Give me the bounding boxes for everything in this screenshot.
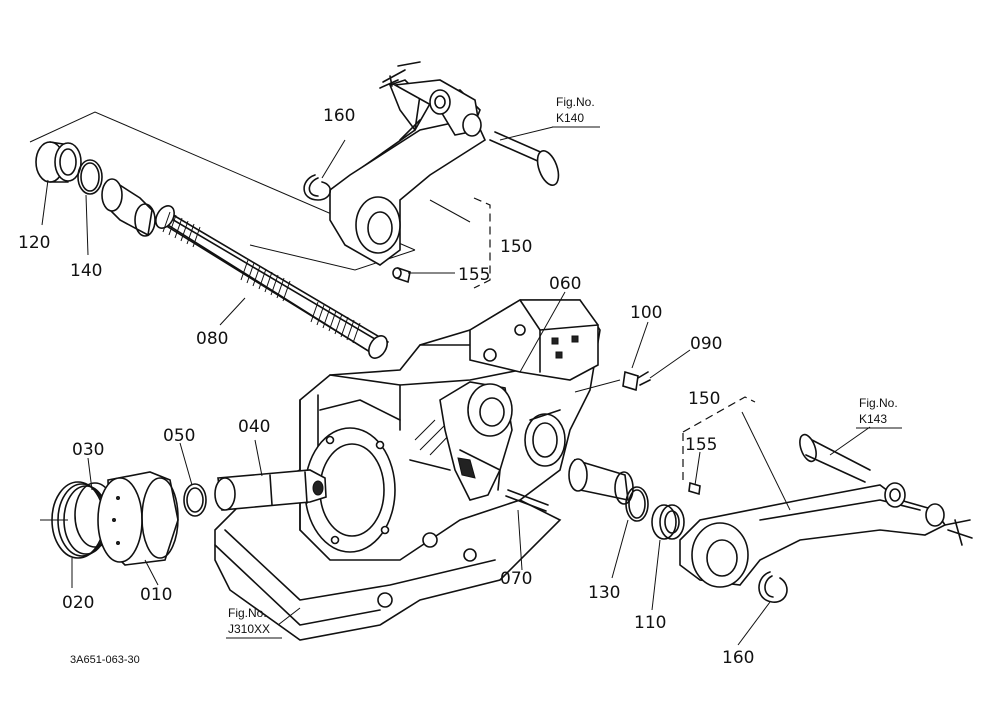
part-050-o-ring <box>183 483 207 517</box>
bushing-top <box>101 178 156 237</box>
part-155-collar-top <box>392 266 411 284</box>
part-060-lift-arm-boss <box>439 381 513 501</box>
fig-ref-k140: Fig.No. K140 <box>552 95 600 128</box>
bushing-right <box>568 458 634 505</box>
callout-040: 040 <box>238 417 270 437</box>
callout-110: 110 <box>634 613 666 633</box>
part-090-grease-fitting <box>574 370 651 393</box>
part-160-snap-ring-bottom <box>758 571 788 603</box>
part-010-piston <box>97 471 179 566</box>
part-080-splined-shaft <box>155 205 389 359</box>
pin-k140 <box>489 131 560 186</box>
part-070-pin <box>505 489 549 512</box>
fig-ref-k140-number: K140 <box>556 111 584 125</box>
fig-ref-k140-prefix: Fig.No. <box>556 95 595 109</box>
transmission-housing <box>214 299 601 641</box>
callout-050: 050 <box>163 426 195 446</box>
callout-010: 010 <box>140 585 172 605</box>
fig-ref-j310xx-number: J310XX <box>228 622 270 636</box>
part-110-seal <box>651 504 685 540</box>
callout-155-right: 155 <box>685 435 717 455</box>
fig-ref-j310xx: Fig.No. J310XX <box>226 606 282 639</box>
callout-080: 080 <box>196 329 228 349</box>
callout-030: 030 <box>72 440 104 460</box>
callout-160-bottom: 160 <box>722 648 754 668</box>
callout-120: 120 <box>18 233 50 253</box>
callout-090: 090 <box>690 334 722 354</box>
callout-160-top: 160 <box>323 106 355 126</box>
callout-150-top: 150 <box>500 237 532 257</box>
part-155-collar-right <box>688 481 701 496</box>
callout-060: 060 <box>549 274 581 294</box>
leader-lines <box>41 126 871 646</box>
callout-155-top: 155 <box>458 265 490 285</box>
fig-ref-k143-prefix: Fig.No. <box>859 396 898 410</box>
part-040-piston-rod <box>214 469 327 511</box>
part-150-right-lift-arm <box>679 482 973 588</box>
part-130-o-ring <box>625 486 649 522</box>
drawing-code: 3A651-063-30 <box>70 654 140 666</box>
fig-ref-j310xx-prefix: Fig.No. <box>228 606 267 620</box>
part-120-seal <box>35 141 82 183</box>
callout-150-right: 150 <box>688 389 720 409</box>
pin-k143 <box>799 433 871 483</box>
part-140-o-ring <box>77 159 103 195</box>
callout-140: 140 <box>70 261 102 281</box>
callout-130: 130 <box>588 583 620 603</box>
part-150-top-lift-arm <box>329 61 487 266</box>
callout-100: 100 <box>630 303 662 323</box>
callout-070: 070 <box>500 569 532 589</box>
fig-ref-k143-number: K143 <box>859 412 887 426</box>
callout-020: 020 <box>62 593 94 613</box>
part-160-snap-ring-top <box>303 174 331 201</box>
fig-ref-k143: Fig.No. K143 <box>856 396 902 429</box>
